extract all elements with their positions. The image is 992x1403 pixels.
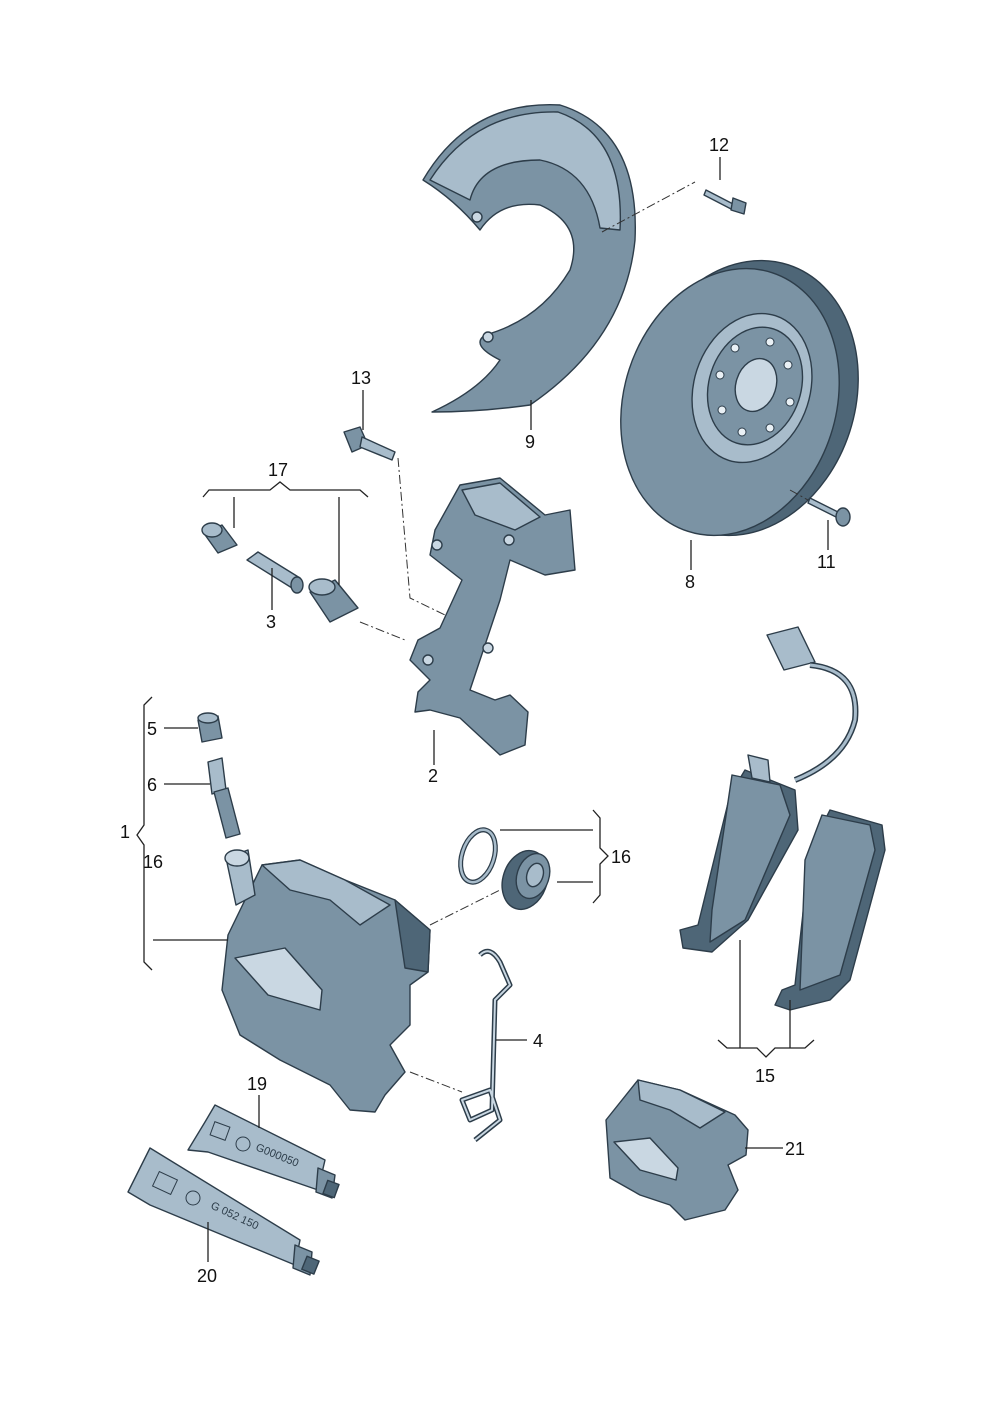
- o-ring-part: [458, 827, 498, 885]
- callout-label-13: 13: [351, 368, 371, 388]
- splash-shield-part: [422, 104, 636, 413]
- screw-11-part: [807, 497, 851, 527]
- grease-tube-19-part: G000050: [187, 1104, 340, 1199]
- brake-caliper-part: [221, 849, 431, 1113]
- callout-label-8: 8: [685, 572, 695, 592]
- callout-label-20: 20: [197, 1266, 217, 1286]
- callout-label-16-right: 16: [611, 847, 631, 867]
- dust-seal-part: [501, 849, 551, 911]
- callout-labels: 1 2 3 4 5 6 8 9 11 12 13 15 16 16 17 19 …: [120, 135, 836, 1286]
- grease-tube-20-part: G 052 150: [127, 1147, 320, 1276]
- guide-pin-cap-part: [201, 522, 238, 554]
- leader-lines: [136, 157, 829, 1262]
- callout-label-21: 21: [785, 1139, 805, 1159]
- callout-label-5: 5: [147, 719, 157, 739]
- callout-label-9: 9: [525, 432, 535, 452]
- callout-label-16-left: 16: [143, 852, 163, 872]
- callout-label-12: 12: [709, 135, 729, 155]
- bolt-12-part: [703, 189, 747, 215]
- callout-label-4: 4: [533, 1031, 543, 1051]
- guide-pin-part: [246, 551, 304, 594]
- callout-label-15: 15: [755, 1066, 775, 1086]
- disc-bolt-holes: [715, 337, 795, 437]
- callout-label-3: 3: [266, 612, 276, 632]
- callout-label-11: 11: [817, 552, 836, 572]
- callout-label-2: 2: [428, 766, 438, 786]
- brake-pad-inner-part: [679, 754, 799, 953]
- caliper-assembly-part: [605, 1079, 749, 1221]
- bolt-13-part: [343, 426, 396, 461]
- brake-disc-part: [620, 259, 859, 537]
- callout-label-19: 19: [247, 1074, 267, 1094]
- assembly-lines: [359, 181, 809, 1093]
- brake-pad-outer-part: [774, 809, 886, 1011]
- callout-label-6: 6: [147, 775, 157, 795]
- callout-label-17: 17: [268, 460, 288, 480]
- bleed-valve-part: [207, 757, 241, 839]
- callout-label-1: 1: [120, 822, 130, 842]
- caliper-carrier-part: [409, 477, 576, 756]
- retaining-spring-part-highlight: [461, 950, 511, 1141]
- bleed-cap-part: [197, 712, 223, 743]
- wear-sensor-part: [766, 626, 859, 783]
- guide-bushing-part: [308, 578, 359, 623]
